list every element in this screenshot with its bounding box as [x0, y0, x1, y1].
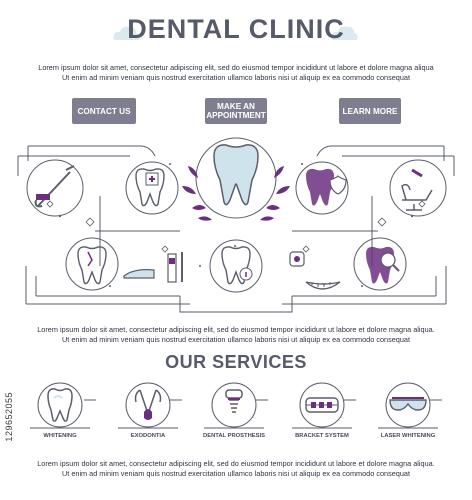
service-exodontia[interactable]: EXODONTIA [130, 433, 166, 439]
braces-icon [305, 397, 339, 413]
footer-text-line1: Lorem ipsum dolor sit amet, consectetur … [37, 459, 435, 468]
broken-tooth-icon [65, 237, 119, 291]
floss-icon [289, 251, 305, 267]
services-row [30, 382, 442, 429]
dental-chair-icon [389, 159, 447, 217]
smile-icon [305, 281, 341, 290]
tooth-magnifier-icon [353, 237, 407, 291]
page-title: DENTAL CLINIC [127, 14, 345, 44]
central-tooth-icon [182, 137, 290, 221]
learn-more-button[interactable]: LEARN MORE [339, 98, 401, 124]
cloud-left-icon [113, 26, 140, 40]
middle-text-line2: Ut enim ad minim veniam quis nostrud exe… [62, 335, 410, 344]
whitening-tooth-icon [47, 388, 73, 422]
extraction-forceps-icon [134, 389, 162, 420]
service-laser-whitening[interactable]: LASER WHITENING [380, 433, 436, 439]
dental-tool-icon [26, 159, 84, 217]
appointment-label-line1: MAKE AN [217, 102, 255, 111]
intro-text-line2: Ut enim ad minim veniam quis nostrud exe… [62, 73, 410, 82]
intro-text-line1: Lorem ipsum dolor sit amet, consectetur … [38, 63, 434, 72]
stock-id: 129652055 [4, 392, 14, 442]
make-appointment-button[interactable]: MAKE AN APPOINTMENT [205, 98, 267, 124]
tooth-first-aid-icon [125, 161, 179, 215]
learn-more-label: LEARN MORE [342, 106, 398, 116]
middle-text-line1: Lorem ipsum dolor sit amet, consectetur … [37, 325, 435, 334]
implant-icon [225, 389, 243, 413]
service-whitening[interactable]: WHITENING [43, 433, 77, 439]
service-dental-prosthesis[interactable]: DENTAL PROSTHESIS [203, 433, 265, 439]
contact-us-label: CONTACT US [77, 106, 131, 116]
tooth-info-icon [209, 239, 263, 293]
cloud-right-icon [331, 26, 358, 40]
service-bracket-system[interactable]: BRACKET SYSTEM [295, 433, 349, 439]
tooth-shield-icon [295, 161, 349, 215]
dental-illustration [17, 137, 455, 313]
laser-goggles-icon [389, 397, 427, 411]
contact-us-button[interactable]: CONTACT US [72, 98, 136, 124]
footer-text-line2: Ut enim ad minim veniam quis nostrud exe… [62, 469, 410, 478]
toothpaste-icon [123, 252, 183, 283]
appointment-label-line2: APPOINTMENT [206, 111, 266, 120]
services-title: OUR SERVICES [165, 352, 307, 372]
